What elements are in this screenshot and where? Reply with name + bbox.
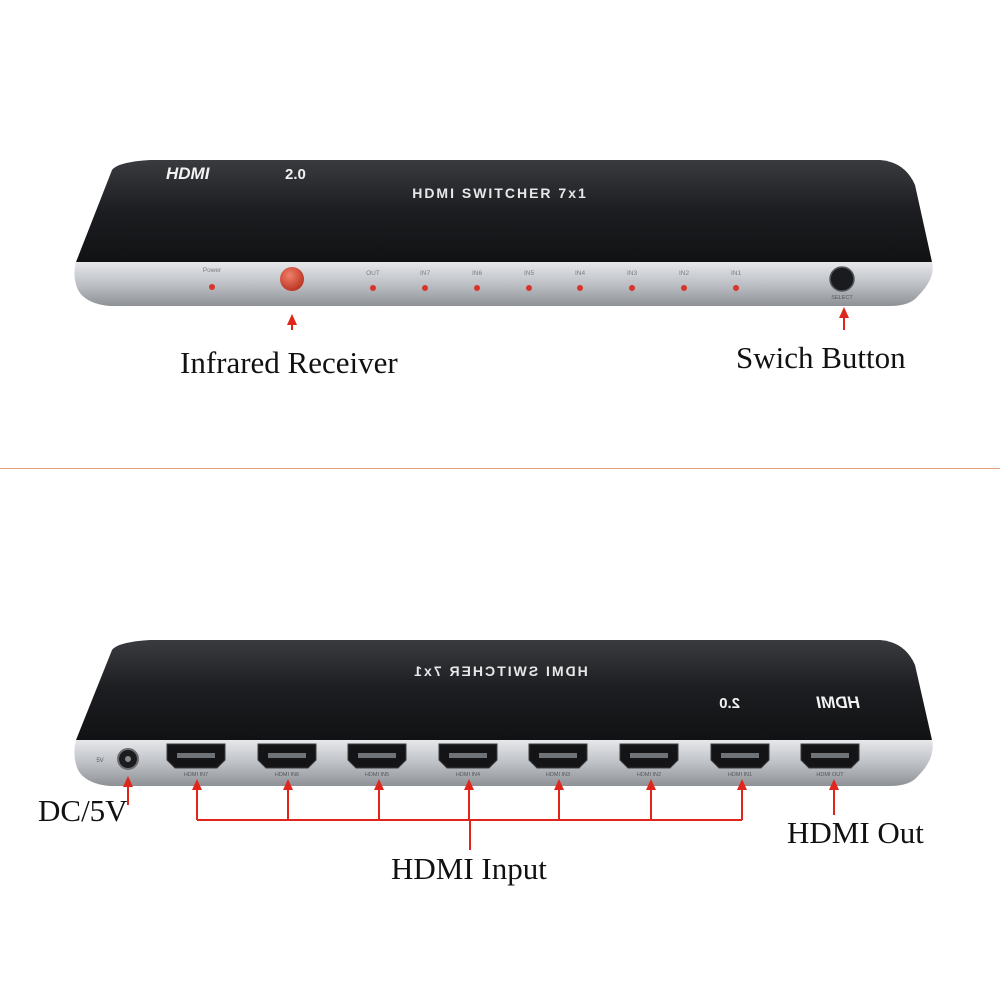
led-in1 — [733, 285, 739, 291]
device-title: HDMI SWITCHER 7x1 — [412, 185, 588, 201]
hdmi-out-label: HDMI Out — [787, 815, 924, 850]
led-label-in1: IN1 — [731, 270, 742, 277]
rear-view-device: HDMI SWITCHER 7x1 HDMI 2.0 5V HDMI IN7 H… — [74, 640, 933, 821]
led-label-in6: IN6 — [472, 270, 483, 277]
callout-arrows-top — [287, 307, 849, 330]
hdmi-version-rear: 2.0 — [719, 695, 740, 712]
port-label-out: HDMI OUT — [816, 772, 844, 778]
led-in6 — [474, 285, 480, 291]
led-in5 — [526, 285, 532, 291]
hdmi-ports: HDMI IN7 HDMI IN6 HDMI IN5 HDMI IN4 HDMI… — [166, 743, 860, 778]
led-label-in4: IN4 — [575, 270, 586, 277]
port-label-in6: HDMI IN6 — [275, 772, 299, 778]
led-in7 — [422, 285, 428, 291]
led-label-in7: IN7 — [420, 270, 431, 277]
hdmi-port-out: HDMI OUT — [800, 743, 860, 778]
led-in2 — [681, 285, 687, 291]
hdmi-logo: HDMI — [166, 164, 211, 183]
port-label-in4: HDMI IN4 — [456, 772, 480, 778]
dc-jack-label: 5V — [96, 758, 103, 764]
hdmi-port-in2: HDMI IN2 — [619, 743, 679, 778]
port-label-in1: HDMI IN1 — [728, 772, 752, 778]
port-label-in2: HDMI IN2 — [637, 772, 661, 778]
section-divider — [0, 468, 1000, 469]
led-label-in3: IN3 — [627, 270, 638, 277]
device-top-surface-rear — [76, 640, 932, 740]
led-in3 — [629, 285, 635, 291]
infrared-receiver — [280, 267, 304, 291]
led-indicators: Power OUT IN7 IN6 IN5 IN4 IN3 IN2 IN1 — [203, 267, 742, 291]
led-label-in5: IN5 — [524, 270, 535, 277]
hdmi-version: 2.0 — [285, 166, 306, 183]
device-top-surface — [76, 160, 932, 262]
led-label-out: OUT — [366, 270, 380, 277]
switch-button-label: Swich Button — [736, 340, 906, 375]
led-in4 — [577, 285, 583, 291]
hdmi-port-in7: HDMI IN7 — [166, 743, 226, 778]
hdmi-input-label: HDMI Input — [391, 851, 547, 886]
led-label-in2: IN2 — [679, 270, 690, 277]
port-label-in5: HDMI IN5 — [365, 772, 389, 778]
port-label-in7: HDMI IN7 — [184, 772, 208, 778]
led-power — [209, 284, 215, 290]
hdmi-port-in6: HDMI IN6 — [257, 743, 317, 778]
select-button — [829, 266, 855, 292]
infrared-receiver-label: Infrared Receiver — [180, 345, 398, 380]
hdmi-logo-rear: HDMI — [815, 693, 860, 712]
dc-5v-label: DC/5V — [38, 793, 128, 828]
hdmi-port-in4: HDMI IN4 — [438, 743, 498, 778]
input-bracket-stem — [469, 820, 471, 850]
select-button-label: SELECT — [831, 295, 853, 301]
hdmi-port-in3: HDMI IN3 — [528, 743, 588, 778]
hdmi-port-in5: HDMI IN5 — [347, 743, 407, 778]
port-label-in3: HDMI IN3 — [546, 772, 570, 778]
device-title-rear: HDMI SWITCHER 7x1 — [412, 663, 588, 679]
led-out — [370, 285, 376, 291]
led-label-power: Power — [203, 267, 222, 274]
front-view-device: HDMI 2.0 HDMI SWITCHER 7x1 Power OUT IN7… — [74, 160, 933, 330]
hdmi-port-in1: HDMI IN1 — [710, 743, 770, 778]
